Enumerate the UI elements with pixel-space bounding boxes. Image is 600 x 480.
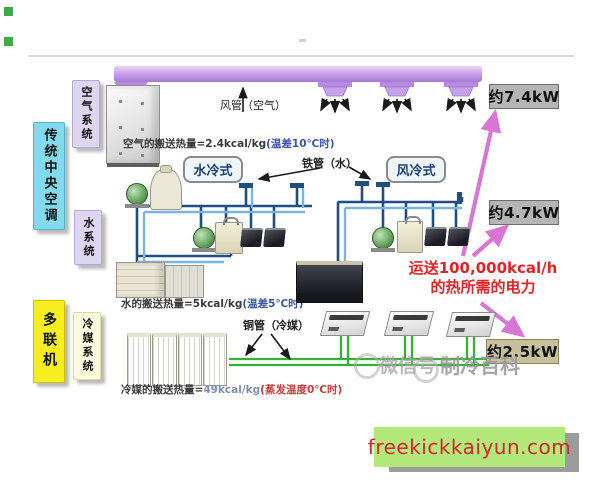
water-chiller-unit xyxy=(165,265,204,298)
tiny-mark xyxy=(299,39,306,42)
pump-base xyxy=(371,248,395,252)
air-equation-main: 空气的搬送热量=2.4kcal/kg xyxy=(123,138,267,150)
cassette-vent xyxy=(392,327,404,331)
ahu-bolts xyxy=(119,100,122,103)
sidebar-item-traditional-central-ac: 传统中央空调 xyxy=(33,122,65,230)
air-cooled-chiller-unit xyxy=(296,261,363,303)
diffuser-air-arrows xyxy=(320,97,476,114)
cassette-vent xyxy=(328,327,340,331)
pump-base xyxy=(125,204,149,208)
pump-icon xyxy=(371,227,395,252)
iron-pipe-label: 铁管（水） xyxy=(302,157,357,170)
air-system-label: 空气系统 xyxy=(80,86,93,142)
pipe-flanges xyxy=(355,181,462,204)
air-cooled-label-text: 风冷式 xyxy=(396,164,436,179)
pump-icon xyxy=(125,183,149,208)
footer-banner: freekickkaiyun.com xyxy=(368,427,571,467)
ceiling-cassette-unit xyxy=(383,311,435,336)
boiler-handle xyxy=(405,216,421,224)
cooling-tower-cap xyxy=(160,165,172,173)
vrf-outdoor-unit xyxy=(127,333,228,386)
boiler-handle xyxy=(223,217,239,225)
copper-pipe-label: 铜管（冷媒） xyxy=(243,319,309,332)
frame-top-line xyxy=(28,55,574,57)
vrf-module xyxy=(202,333,227,386)
traditional-central-ac-label: 传统中央空调 xyxy=(41,128,57,224)
watermark-circle xyxy=(354,353,380,379)
power-badge-air: 约7.4kW xyxy=(488,84,560,109)
sidebar-item-air-system: 空气系统 xyxy=(72,80,100,148)
water-cooled-label: 水冷式 xyxy=(183,156,243,183)
ceiling-cassette-unit xyxy=(445,312,497,337)
watermark-circle xyxy=(413,357,439,383)
refrigerant-equation-value: 49kcal/kg xyxy=(203,384,261,396)
power-badge-water-text: 约4.7kW xyxy=(488,204,560,222)
footer-site-text: freekickkaiyun.com xyxy=(367,435,572,459)
green-bullet-icon xyxy=(4,7,13,16)
sidebar-item-water-system: 水系统 xyxy=(74,210,102,265)
cassette-vent xyxy=(454,328,466,332)
air-equation-note: (温差10℃时) xyxy=(266,138,335,150)
fan-coil-unit xyxy=(424,227,447,246)
pump-icon xyxy=(192,227,216,252)
power-note: 运送100,000kcal/h 的热所需的电力 xyxy=(408,259,558,297)
water-cooled-label-text: 水冷式 xyxy=(193,164,233,179)
watermark-wechat: 微信号 xyxy=(379,355,437,377)
refrigerant-system-label: 冷媒系统 xyxy=(81,318,94,374)
cassette-vent xyxy=(454,316,491,321)
duct-diffusers xyxy=(318,82,478,97)
cassette-vent xyxy=(392,315,429,320)
refrigerant-equation-main: 冷媒的搬送热量= xyxy=(121,384,204,396)
air-equation: 空气的搬送热量=2.4kcal/kg(温差10℃时) xyxy=(123,136,335,151)
pipe-flanges xyxy=(239,183,304,188)
boiler-unit xyxy=(215,217,243,254)
water-chiller-unit xyxy=(116,262,165,298)
water-equation: 水的搬送热量=5kcal/kg(温差5℃时) xyxy=(121,296,303,311)
power-badge-water: 约4.7kW xyxy=(488,200,560,225)
duct-label: 风管（空气） xyxy=(220,99,286,112)
sidebar-item-refrigerant-system: 冷媒系统 xyxy=(73,312,101,380)
air-cooled-label: 风冷式 xyxy=(386,156,446,183)
green-bullet-icon xyxy=(4,37,13,46)
ahu-unit xyxy=(106,85,160,167)
multi-split-label: 多联机 xyxy=(41,311,57,372)
power-badge-refrigerant-text: 约2.5kW xyxy=(486,343,559,361)
water-equation-main: 水的搬送热量=5kcal/kg xyxy=(121,298,243,310)
air-duct xyxy=(114,66,482,82)
power-badge-air-text: 约7.4kW xyxy=(488,88,560,106)
vrf-module xyxy=(127,333,152,386)
fan-coil-unit xyxy=(240,228,263,247)
water-system-label: 水系统 xyxy=(82,216,95,259)
refrigerant-equation-note: (蒸发温度0℃时) xyxy=(260,384,343,396)
boiler-unit xyxy=(397,216,423,253)
fan-coil-unit xyxy=(263,228,286,247)
vrf-module xyxy=(177,333,202,386)
sidebar-item-multi-split: 多联机 xyxy=(33,300,65,383)
ceiling-cassette-unit xyxy=(319,311,371,336)
water-equation-note: (温差5℃时) xyxy=(242,298,304,310)
cassette-vent xyxy=(328,315,365,320)
power-badge-refrigerant: 约2.5kW xyxy=(486,339,559,364)
vrf-module xyxy=(152,333,177,386)
power-note-line2: 的热所需的电力 xyxy=(430,278,536,296)
ahu-base xyxy=(107,163,159,167)
watermark-brand: 制冷百科 xyxy=(440,354,520,378)
refrigerant-equation: 冷媒的搬送热量=49kcal/kg(蒸发温度0℃时) xyxy=(121,382,342,397)
pump-base xyxy=(192,248,216,252)
cooling-tower xyxy=(150,165,182,210)
fan-coil-unit xyxy=(447,227,470,246)
power-note-line1: 运送100,000kcal/h xyxy=(408,259,558,277)
